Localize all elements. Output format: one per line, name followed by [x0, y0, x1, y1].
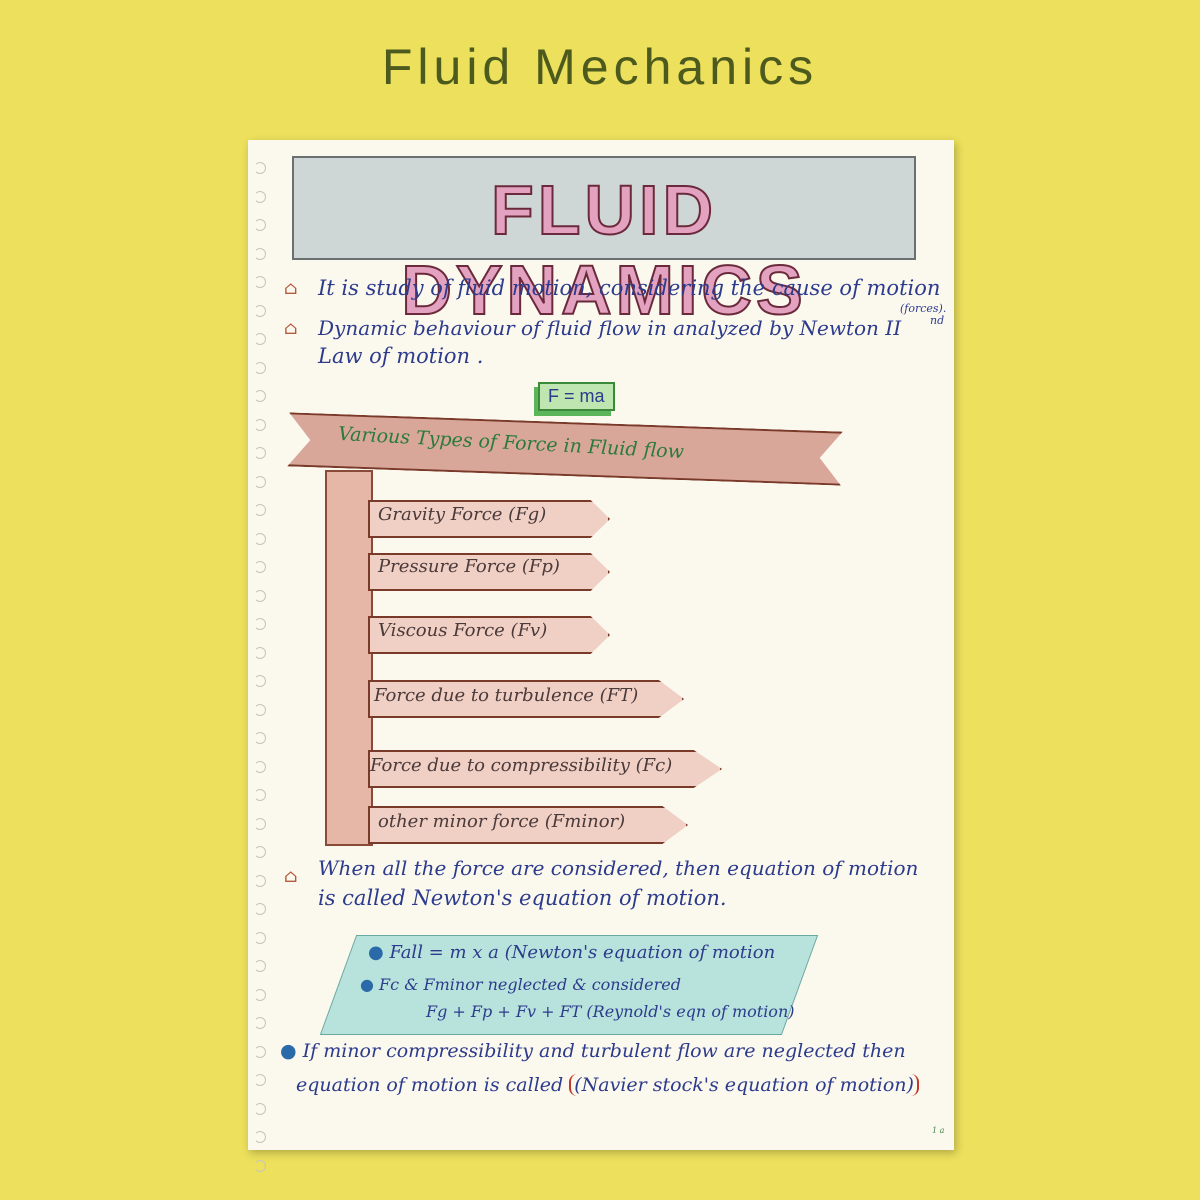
bullet-2-cont: Law of motion . — [318, 344, 484, 368]
force-viscous: Viscous Force (Fv) — [378, 620, 548, 641]
spiral-holes — [254, 162, 266, 1172]
force-turbulence: Force due to turbulence (FT) — [374, 685, 639, 706]
equation-1: ● Fall = m x a (Newton's equation of mot… — [368, 942, 776, 963]
house-bullet-icon: ⌂ — [284, 318, 298, 339]
force-compressibility: Force due to compressibility (Fc) — [370, 755, 673, 776]
force-pressure: Pressure Force (Fp) — [378, 556, 560, 577]
page-title: Fluid Mechanics — [381, 39, 819, 95]
final-line-1: ● If minor compressibility and turbulent… — [280, 1040, 906, 1062]
final-line-2: equation of motion is called (Navier sto… — [296, 1074, 919, 1096]
drop-bullet-icon: ● — [280, 1040, 303, 1062]
equation-3: Fg + Fp + Fv + FT (Reynold's eqn of moti… — [426, 1002, 795, 1021]
force-gravity: Gravity Force (Fg) — [378, 504, 547, 525]
signpost — [325, 470, 373, 846]
sign-arrow — [368, 616, 610, 654]
sign-arrow — [368, 553, 610, 591]
house-bullet-icon: ⌂ — [284, 866, 298, 887]
formula-box: F = ma — [538, 382, 615, 411]
sign-arrow — [368, 806, 688, 844]
drop-bullet-icon: ● — [368, 942, 390, 963]
bullet-2-sup: nd — [930, 314, 945, 327]
drop-bullet-icon: ● — [360, 975, 380, 994]
house-bullet-icon: ⌂ — [284, 278, 298, 299]
heading-box: FLUID DYNAMICS — [292, 156, 916, 330]
notebook-page: FLUID DYNAMICS ⌂ It is study of fluid mo… — [248, 140, 954, 1172]
navier-stokes-label: (Navier stock's equation of motion) — [569, 1074, 919, 1096]
sign-arrow — [368, 680, 684, 718]
sign-arrow — [368, 500, 610, 538]
sign-arrow — [368, 750, 722, 788]
force-minor: other minor force (Fminor) — [378, 811, 626, 832]
bullet-1-sub: (forces). — [900, 302, 947, 315]
equation-2: ● Fc & Fminor neglected & considered — [360, 975, 681, 994]
newton-line-2: is called Newton's equation of motion. — [318, 886, 727, 910]
bullet-1: It is study of fluid motion, considering… — [318, 276, 941, 300]
page-mark: 1 a — [932, 1126, 945, 1135]
newton-line-1: When all the force are considered, then … — [318, 856, 919, 880]
note-heading: FLUID DYNAMICS — [400, 170, 807, 330]
bullet-2: Dynamic behaviour of fluid flow in analy… — [318, 316, 902, 340]
